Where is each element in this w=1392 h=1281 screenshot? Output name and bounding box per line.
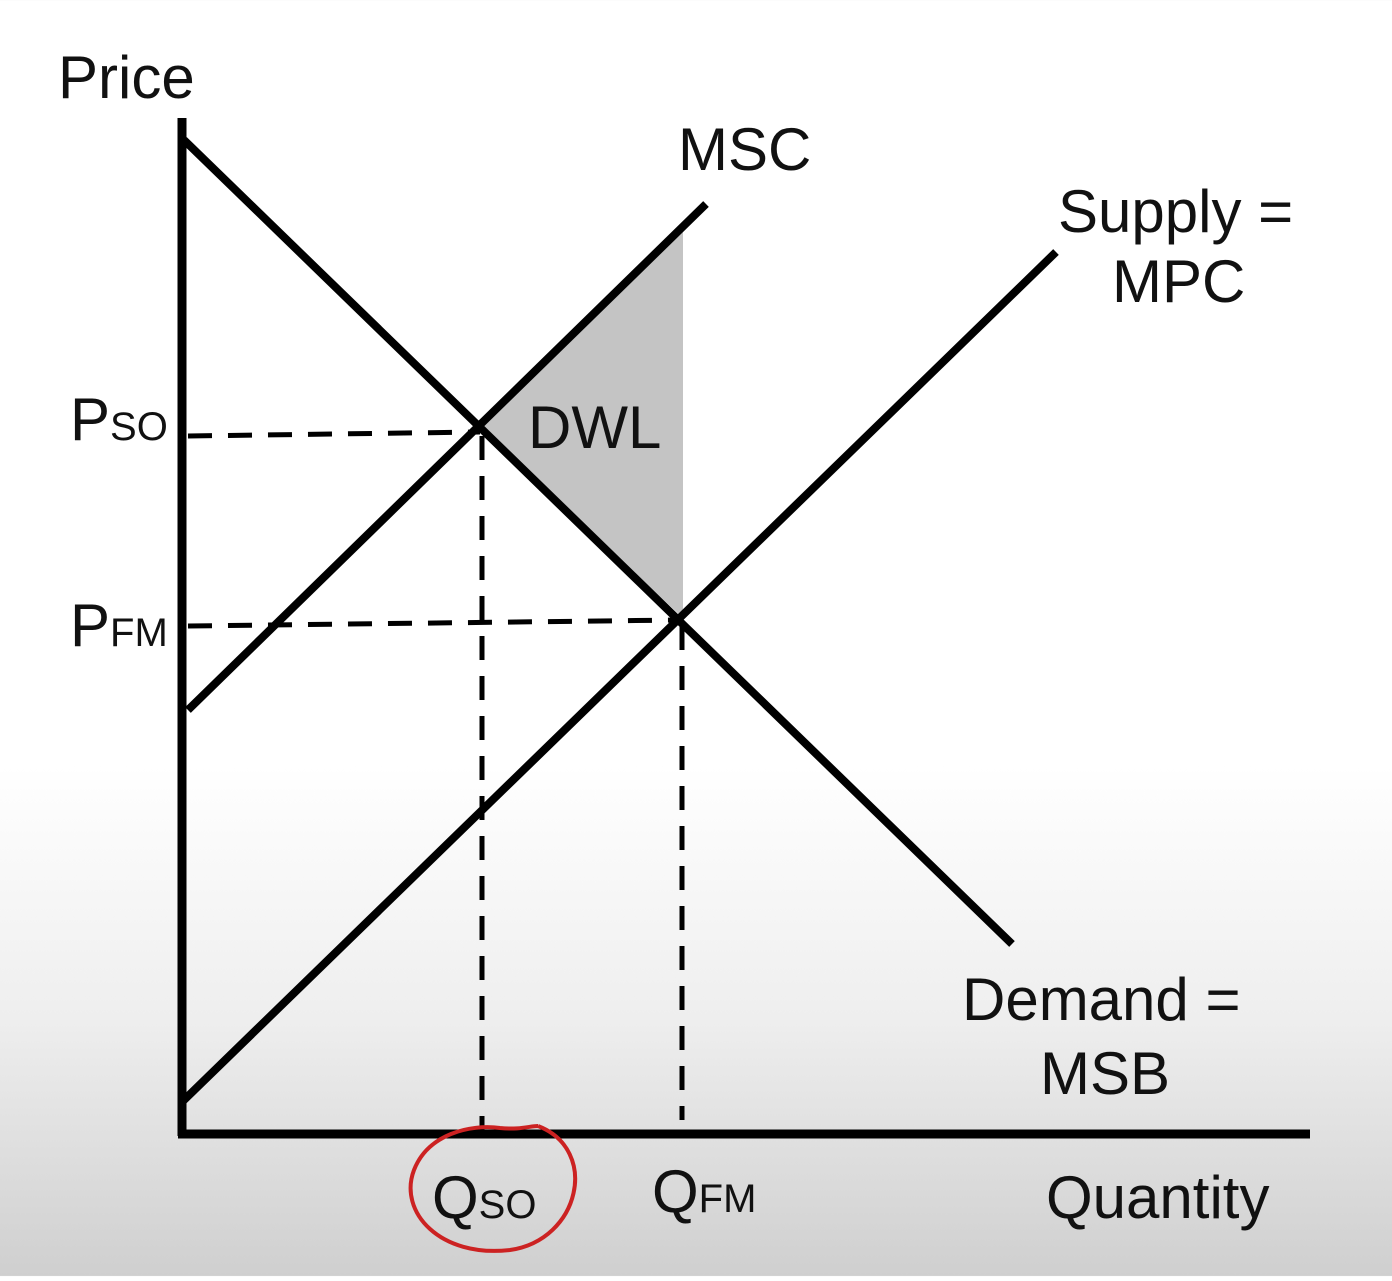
msc-label: MSC — [678, 116, 811, 183]
dwl-label: DWL — [528, 394, 661, 461]
pfm-guide-line — [187, 617, 681, 629]
qso-label: QSO — [432, 1164, 536, 1231]
pfm-label: PFM — [70, 592, 168, 659]
supply-mpc-curve — [179, 249, 1059, 1105]
pfm-label-sub: FM — [110, 611, 168, 655]
msc-curve — [185, 201, 709, 713]
supply-label-line1: Supply = — [1058, 178, 1293, 245]
pso-label: PSO — [70, 386, 168, 453]
demand-label-line2: MSB — [1040, 1040, 1170, 1107]
qso-label-main: Q — [432, 1164, 479, 1231]
qso-label-sub: SO — [479, 1183, 537, 1227]
qfm-label-main: Q — [652, 1158, 699, 1225]
qfm-label: QFM — [652, 1158, 756, 1225]
x-axis-label: Quantity — [1046, 1164, 1269, 1231]
pso-label-sub: SO — [110, 405, 168, 449]
pso-label-main: P — [70, 386, 110, 453]
dwl-area — [480, 232, 683, 618]
pso-guide-line — [187, 429, 481, 439]
supply-label-line2: MPC — [1112, 248, 1245, 315]
qfm-label-sub: FM — [699, 1177, 757, 1221]
demand-msb-curve — [181, 137, 1015, 947]
qso-annotation-circle — [408, 1124, 577, 1253]
y-axis-label: Price — [58, 44, 195, 111]
demand-label-line1: Demand = — [962, 966, 1241, 1033]
pfm-label-main: P — [70, 592, 110, 659]
